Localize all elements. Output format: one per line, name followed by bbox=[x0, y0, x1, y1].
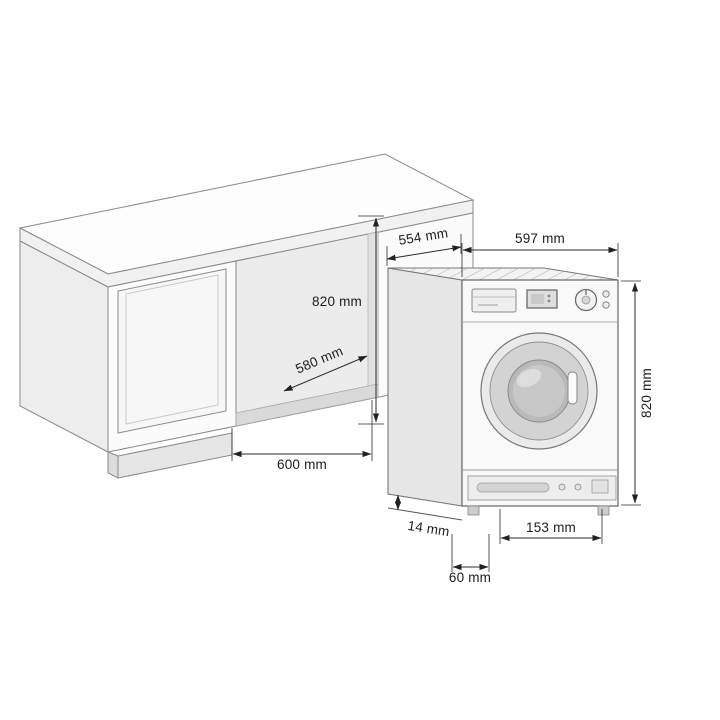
display-dot bbox=[547, 294, 551, 298]
dimension-machine-height: 820 mm bbox=[621, 280, 654, 506]
vent-slot bbox=[476, 482, 550, 493]
label-niche-height: 820 mm bbox=[312, 294, 362, 309]
label-bottom-gap: 14 mm bbox=[407, 518, 451, 539]
washer-side-face bbox=[387, 267, 463, 507]
display-dot bbox=[547, 299, 551, 303]
leveling-foot bbox=[467, 505, 480, 516]
label-foot-offset: 60 mm bbox=[449, 570, 491, 585]
option-button bbox=[602, 301, 610, 309]
dimension-bottom-gap: 14 mm bbox=[394, 494, 451, 539]
floor-line bbox=[387, 507, 463, 521]
washer-top-hatching bbox=[388, 268, 618, 280]
program-knob-center bbox=[581, 295, 591, 305]
cabinet-door bbox=[117, 268, 227, 434]
detergent-drawer bbox=[471, 288, 517, 313]
kick-screw bbox=[574, 483, 582, 491]
leveling-foot bbox=[597, 505, 610, 516]
dimension-niche-height: 820 mm bbox=[312, 215, 384, 425]
kick-access-box bbox=[591, 479, 609, 494]
label-machine-height: 820 mm bbox=[639, 368, 654, 418]
kick-screw bbox=[558, 483, 566, 491]
label-machine-width: 597 mm bbox=[515, 231, 565, 246]
door-handle bbox=[567, 371, 578, 405]
dimension-foot-offset: 60 mm bbox=[449, 534, 491, 585]
washer-drawing bbox=[387, 267, 619, 521]
cabinet-door-inner-panel bbox=[125, 274, 219, 425]
dimension-base-offset: 153 mm bbox=[499, 509, 603, 544]
option-button bbox=[602, 290, 610, 298]
dimension-niche-width: 600 mm bbox=[231, 400, 373, 472]
door-glass-highlight bbox=[516, 368, 542, 388]
cabinet-plinth-return bbox=[107, 451, 119, 479]
control-display-segment bbox=[531, 294, 544, 304]
dimension-machine-width: 597 mm bbox=[461, 231, 619, 277]
label-niche-width: 600 mm bbox=[277, 457, 327, 472]
label-base-offset: 153 mm bbox=[526, 520, 576, 535]
